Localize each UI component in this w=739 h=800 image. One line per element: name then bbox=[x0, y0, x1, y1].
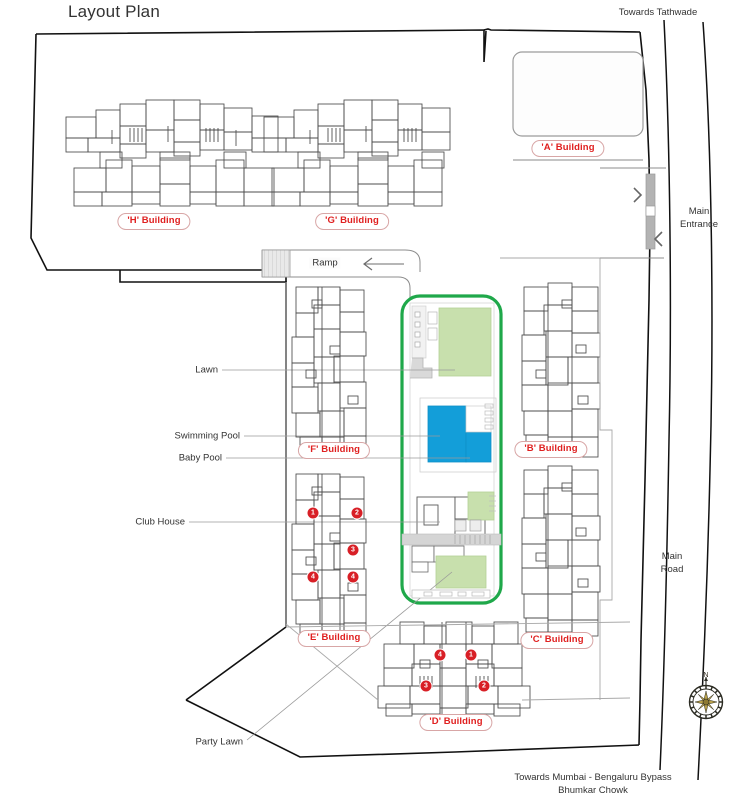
building-h-floorplate bbox=[65, 99, 279, 207]
main-entrance-gate-gap bbox=[645, 205, 656, 217]
podium-detail bbox=[427, 311, 438, 325]
podium-detail bbox=[414, 311, 421, 318]
entrance-arrow-out bbox=[653, 231, 663, 247]
building-d-floorplate bbox=[377, 621, 531, 719]
podium-detail bbox=[414, 331, 421, 338]
entrance-arrow-in bbox=[633, 187, 643, 203]
building-label-a[interactable]: 'A' Building bbox=[531, 140, 605, 157]
podium-cross-driveway bbox=[401, 533, 502, 546]
boundary-west-upper bbox=[30, 33, 120, 271]
driveway-top-edge bbox=[262, 249, 421, 272]
building-f-floorplate bbox=[291, 286, 367, 457]
baby-pool-water bbox=[465, 431, 492, 463]
building-label-c[interactable]: 'C' Building bbox=[520, 632, 594, 649]
podium-detail bbox=[414, 321, 421, 328]
building-label-b[interactable]: 'B' Building bbox=[514, 441, 588, 458]
boundary-north-right bbox=[483, 28, 641, 33]
amenity-marker[interactable]: 3 bbox=[420, 680, 432, 692]
amenity-marker[interactable]: 1 bbox=[307, 507, 319, 519]
amenity-marker[interactable]: 3 bbox=[347, 544, 359, 556]
driveway-stripes bbox=[454, 535, 491, 544]
podium-detail bbox=[414, 341, 421, 348]
building-label-g[interactable]: 'G' Building bbox=[315, 213, 389, 230]
callout-party-lawn: Party Lawn bbox=[195, 736, 243, 748]
building-a-footprint bbox=[512, 51, 644, 137]
building-e-floorplate bbox=[291, 473, 367, 642]
party-lawn-area bbox=[435, 555, 487, 589]
driveway-bottom-edge bbox=[262, 276, 411, 300]
internal-path-south bbox=[285, 621, 631, 628]
boundary-west-lower bbox=[119, 270, 287, 701]
page-title: Layout Plan bbox=[68, 2, 160, 21]
swimming-pool-water bbox=[427, 405, 467, 463]
main-road-outer-edge bbox=[697, 21, 713, 781]
boundary-south bbox=[185, 699, 640, 758]
ramp-hatch-block bbox=[261, 249, 291, 278]
building-b-floorplate bbox=[521, 282, 601, 458]
callout-club-house: Club House bbox=[135, 516, 185, 528]
main-road-inner-edge bbox=[659, 19, 672, 771]
podium-detail bbox=[427, 327, 438, 341]
amenity-marker[interactable]: 1 bbox=[465, 649, 477, 661]
building-g-floorplate bbox=[263, 99, 451, 207]
boundary-step bbox=[120, 269, 287, 282]
pool-lounger-row bbox=[484, 403, 494, 430]
compass-rose bbox=[688, 677, 724, 720]
road-note-towards-tathwade: Towards Tathwade bbox=[618, 7, 698, 18]
lawn-area bbox=[438, 307, 492, 377]
amenity-marker[interactable]: 4 bbox=[434, 649, 446, 661]
boundary-top-left bbox=[35, 29, 487, 63]
compass-north-label: N bbox=[703, 672, 709, 679]
internal-path-east bbox=[599, 258, 613, 700]
building-label-d[interactable]: 'D' Building bbox=[419, 714, 493, 731]
service-bays bbox=[454, 519, 482, 532]
amenity-marker[interactable]: 4 bbox=[307, 571, 319, 583]
pool-deck bbox=[465, 405, 492, 433]
callout-lawn: Lawn bbox=[195, 364, 218, 376]
ramp-label: Ramp bbox=[309, 257, 341, 269]
club-house-side-slats bbox=[489, 495, 496, 512]
party-lawn-leader bbox=[246, 571, 453, 741]
amenity-marker[interactable]: 2 bbox=[351, 507, 363, 519]
internal-path-southeast bbox=[521, 697, 631, 701]
pool-enclosure bbox=[419, 397, 497, 473]
boundary-east bbox=[638, 31, 651, 746]
building-c-floorplate bbox=[521, 465, 601, 637]
building-label-h[interactable]: 'H' Building bbox=[117, 213, 191, 230]
building-label-e[interactable]: 'E' Building bbox=[297, 630, 371, 647]
amenity-marker[interactable]: 4 bbox=[347, 571, 359, 583]
callout-baby-pool: Baby Pool bbox=[178, 452, 222, 464]
podium-bottom-row bbox=[411, 589, 491, 599]
callout-swimming-pool: Swimming Pool bbox=[174, 430, 240, 442]
amenity-marker[interactable]: 2 bbox=[478, 680, 490, 692]
building-h-core-hatch bbox=[129, 128, 219, 142]
building-label-f[interactable]: 'F' Building bbox=[297, 442, 371, 459]
building-g-core-hatch bbox=[327, 128, 417, 142]
podium-step bbox=[410, 357, 433, 379]
